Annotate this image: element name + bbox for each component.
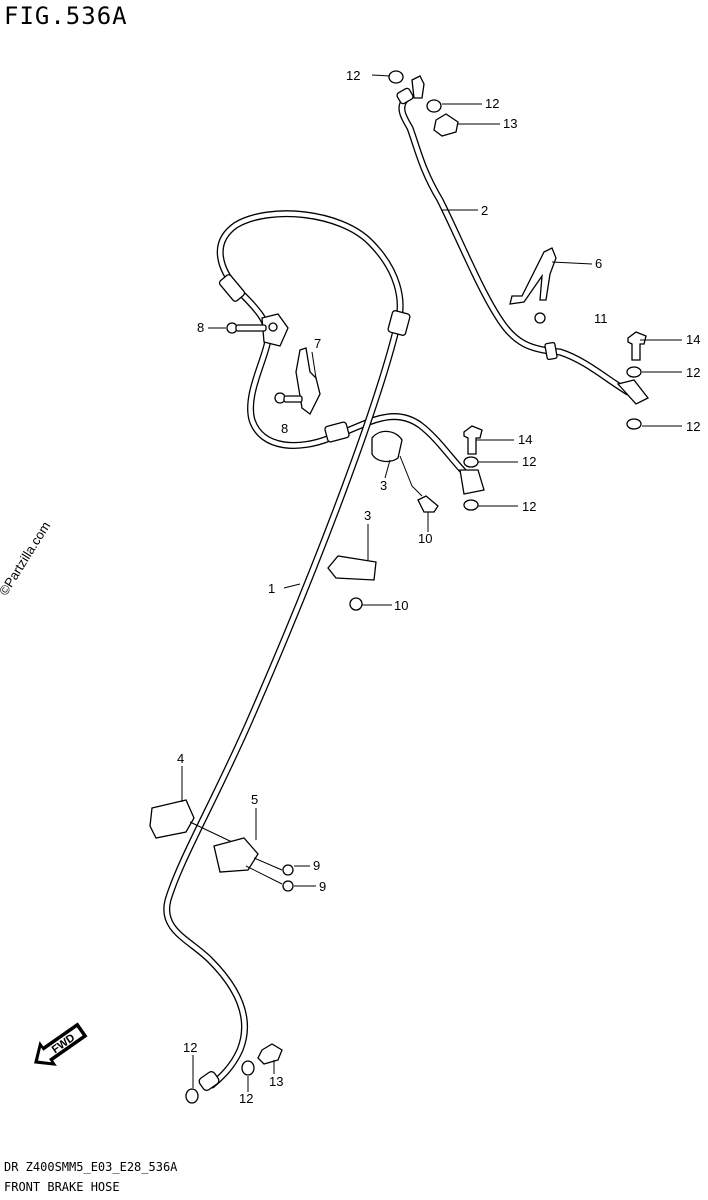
callout-2: 2 — [481, 203, 488, 218]
callout-8: 8 — [197, 320, 204, 335]
hose-guide-7 — [295, 347, 321, 415]
model-code: DR Z400SMM5_E03_E28_536A — [4, 1160, 178, 1174]
bolt-8-upper — [226, 322, 278, 334]
callout-11: 11 — [594, 311, 608, 326]
callout-12: 12 — [239, 1091, 253, 1106]
clamp-3-lower — [327, 555, 377, 581]
section-name: FRONT BRAKE HOSE — [4, 1180, 120, 1194]
brake-hose-2 — [396, 75, 649, 405]
leader-lines — [181, 74, 682, 1092]
bolt-8-lower — [274, 392, 303, 404]
callout-14: 14 — [518, 432, 532, 447]
callout-10: 10 — [394, 598, 408, 613]
callout-13: 13 — [269, 1074, 283, 1089]
bolt-10-upper — [417, 495, 439, 513]
clamp-4 — [149, 799, 233, 843]
callout-9: 9 — [319, 879, 326, 894]
callout-6: 6 — [595, 256, 602, 271]
clamp-3-upper — [371, 430, 423, 497]
callout-9: 9 — [313, 858, 320, 873]
brake-hose-1 — [163, 210, 485, 1091]
callout-12: 12 — [686, 419, 700, 434]
callout-8: 8 — [281, 421, 288, 436]
bolt-13-lower — [257, 1043, 283, 1065]
callout-12: 12 — [485, 96, 499, 111]
bolt-9-upper — [282, 864, 294, 876]
callout-1: 1 — [268, 581, 275, 596]
callout-7: 7 — [314, 336, 321, 351]
figure-title: FIG.536A — [4, 2, 128, 30]
washers-12 — [185, 70, 642, 1104]
callout-3: 3 — [380, 478, 387, 493]
fwd-direction-arrow: FWD — [34, 1022, 88, 1066]
clamp-5 — [213, 837, 283, 885]
callout-numbers: 12 12 13 2 6 11 14 12 12 8 7 8 14 12 3 1… — [177, 68, 700, 1106]
bolt-14-upper — [627, 331, 647, 361]
callout-5: 5 — [251, 792, 258, 807]
callout-4: 4 — [177, 751, 184, 766]
callout-14: 14 — [686, 332, 700, 347]
callout-12: 12 — [346, 68, 360, 83]
callout-12: 12 — [183, 1040, 197, 1055]
bolt-10-lower — [349, 597, 363, 611]
bolt-14-lower — [463, 425, 483, 455]
callout-3: 3 — [364, 508, 371, 523]
callout-12: 12 — [686, 365, 700, 380]
bracket-6 — [509, 247, 557, 324]
callout-12: 12 — [522, 499, 536, 514]
callout-13: 13 — [503, 116, 517, 131]
bolt-13-upper — [433, 113, 459, 137]
callout-12: 12 — [522, 454, 536, 469]
callout-10: 10 — [418, 531, 432, 546]
bolt-9-lower — [282, 880, 294, 892]
